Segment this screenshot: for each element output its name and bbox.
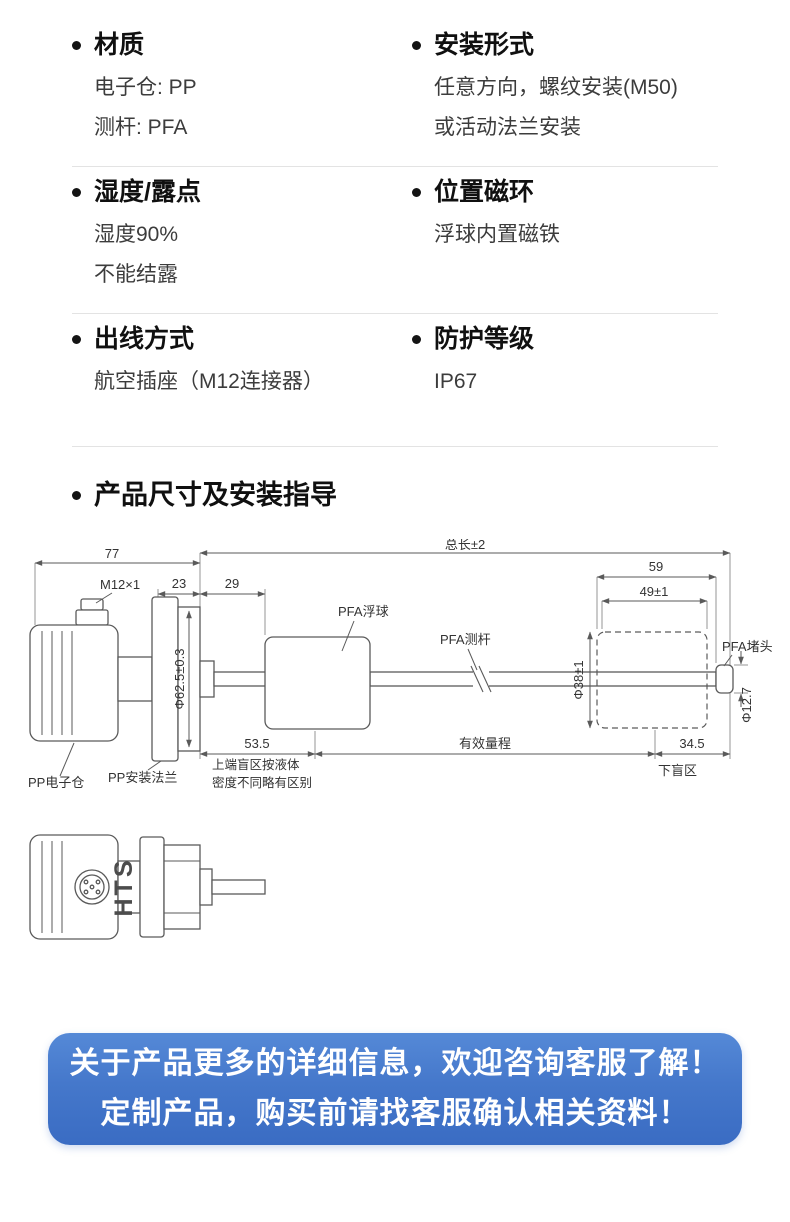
float-dashed-position [596,631,708,729]
end-plug [715,664,734,694]
spec-item-material: 材质 电子仓: PP 测杆: PFA [72,28,412,148]
dim-49: 49±1 [640,584,669,599]
dimension-drawing: 77 总长±2 M12×1 23 29 59 49±1 Φ38±1 Φ62.5±… [28,539,773,940]
spec-line: 电子仓: PP [94,76,197,99]
sensor-housing [29,598,153,742]
spec-title-humidity: 湿度/露点 [94,178,201,206]
label-pfa-plug: PFA堵头 [722,639,773,654]
dim-thread-m12: M12×1 [100,577,140,592]
dimension-lines [34,550,744,757]
dim-effective-range: 有效量程 [459,736,511,751]
rod [199,660,717,698]
rod-break-marks [470,665,492,693]
spec-line: 湿度90% [94,223,179,246]
spec-item-humidity: 湿度/露点 湿度90% 不能结露 [72,175,412,295]
bullet-icon [412,187,421,197]
section-title: 产品尺寸及安装指导 [94,480,337,510]
float [264,636,371,730]
brand-hts-label: HTS [110,858,138,917]
dim-53-5: 53.5 [244,736,269,751]
bullet-icon [72,334,81,344]
spec-item-ip-rating: 防护等级 IP67 [412,322,718,402]
leader-lines [59,592,733,777]
spec-row-2: 湿度/露点 湿度90% 不能结露 位置磁环 浮球内置磁铁 [72,167,718,314]
label-pp-flange: PP安装法兰 [108,770,177,785]
bullet-icon [72,40,81,50]
banner-line-1: 关于产品更多的详细信息，欢迎咨询客服了解！ [69,1047,721,1080]
spec-title-installation: 安装形式 [434,31,535,59]
dim-77: 77 [105,546,119,561]
dim-59: 59 [649,559,663,574]
dim-29: 29 [225,576,239,591]
label-blind-top-line1: 上端盲区按液体 [212,757,300,772]
bullet-icon [412,334,421,344]
spec-line: 或活动法兰安装 [434,116,581,139]
spec-line: 任意方向，螺纹安装(M50) [434,76,678,99]
label-pp-housing: PP电子仓 [28,775,84,790]
contact-banner: 关于产品更多的详细信息，欢迎咨询客服了解！ 定制产品，购买前请找客服确认相关资料… [48,1033,742,1145]
dim-dia-38: Φ38±1 [571,660,586,699]
spec-item-magnet-ring: 位置磁环 浮球内置磁铁 [412,175,718,295]
spec-line: 不能结露 [94,263,178,286]
spec-section: 材质 电子仓: PP 测杆: PFA 安装形式 任意方向，螺纹安装(M50) 或… [0,0,790,447]
bullet-icon [412,40,421,50]
housing-connector-view [29,834,141,940]
dim-34-5: 34.5 [679,736,704,751]
label-pfa-float: PFA浮球 [338,604,389,619]
spec-title-ip-rating: 防护等级 [434,325,535,353]
spec-line: 浮球内置磁铁 [434,223,560,246]
banner-line-2: 定制产品，购买前请找客服确认相关资料！ [100,1097,690,1130]
dim-dia-12-7: Φ12.7 [739,687,754,723]
flange-connector-view [139,836,266,938]
bullet-icon [72,187,81,197]
label-blind-top-line2: 密度不同略有区别 [212,775,312,790]
extension-lines [34,553,748,759]
dim-dia-62-5: Φ62.5±0.3 [172,649,187,710]
spec-line: IP67 [434,370,478,393]
label-blind-bottom: 下盲区 [658,763,697,778]
section-heading: 产品尺寸及安装指导 [72,477,718,513]
spec-item-installation: 安装形式 任意方向，螺纹安装(M50) 或活动法兰安装 [412,28,718,148]
spec-item-wiring: 出线方式 航空插座（M12连接器） [72,322,412,402]
bullet-icon [72,490,81,500]
spec-line: 航空插座（M12连接器） [94,370,324,393]
spec-title-material: 材质 [94,31,145,59]
spec-row-3: 出线方式 航空插座（M12连接器） 防护等级 IP67 [72,314,718,447]
spec-title-wiring: 出线方式 [94,325,195,353]
spec-row-1: 材质 电子仓: PP 测杆: PFA 安装形式 任意方向，螺纹安装(M50) 或… [72,20,718,167]
label-pfa-rod: PFA测杆 [440,632,491,647]
dim-total-length: 总长±2 [445,539,485,552]
spec-title-magnet-ring: 位置磁环 [434,178,535,206]
dim-23: 23 [172,576,186,591]
spec-line: 测杆: PFA [94,116,188,139]
